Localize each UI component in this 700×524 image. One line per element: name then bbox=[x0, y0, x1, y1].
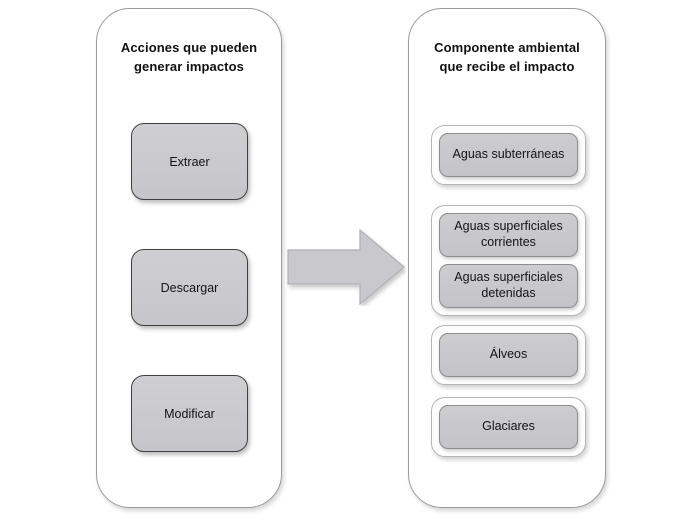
action-box-extraer[interactable]: Extraer bbox=[131, 123, 248, 200]
component-box-label: Aguas superficiales corrientes bbox=[454, 219, 563, 249]
component-group: Glaciares bbox=[431, 397, 586, 457]
component-box-aguas-superficiales-detenidas[interactable]: Aguas superficiales detenidas bbox=[439, 264, 578, 308]
component-group: Aguas subterráneas bbox=[431, 125, 586, 185]
action-box-label: Extraer bbox=[169, 154, 210, 169]
component-box-label: Aguas subterráneas bbox=[452, 147, 565, 162]
component-box-alveos[interactable]: Álveos bbox=[439, 333, 578, 377]
action-box-label: Descargar bbox=[160, 280, 219, 295]
panel-actions: Acciones que pueden generar impactos Ext… bbox=[96, 8, 282, 508]
component-box-label: Álveos bbox=[489, 347, 528, 362]
action-box-descargar[interactable]: Descargar bbox=[131, 249, 248, 326]
component-box-aguas-superficiales-corrientes[interactable]: Aguas superficiales corrientes bbox=[439, 213, 578, 257]
panel-components-title: Componente ambiental que recibe el impac… bbox=[434, 40, 580, 74]
panel-components: Componente ambiental que recibe el impac… bbox=[408, 8, 606, 508]
component-box-label: Aguas superficiales detenidas bbox=[454, 270, 563, 300]
component-box-label: Glaciares bbox=[482, 419, 535, 434]
component-group: Álveos bbox=[431, 325, 586, 385]
component-box-glaciares[interactable]: Glaciares bbox=[439, 405, 578, 449]
component-box-aguas-subterraneas[interactable]: Aguas subterráneas bbox=[439, 133, 578, 177]
action-box-label: Modificar bbox=[164, 406, 215, 421]
panel-actions-title: Acciones que pueden generar impactos bbox=[120, 40, 258, 74]
right-block-arrow-icon bbox=[286, 228, 406, 306]
component-group: Aguas superficiales corrientes Aguas sup… bbox=[431, 205, 586, 316]
action-box-modificar[interactable]: Modificar bbox=[131, 375, 248, 452]
